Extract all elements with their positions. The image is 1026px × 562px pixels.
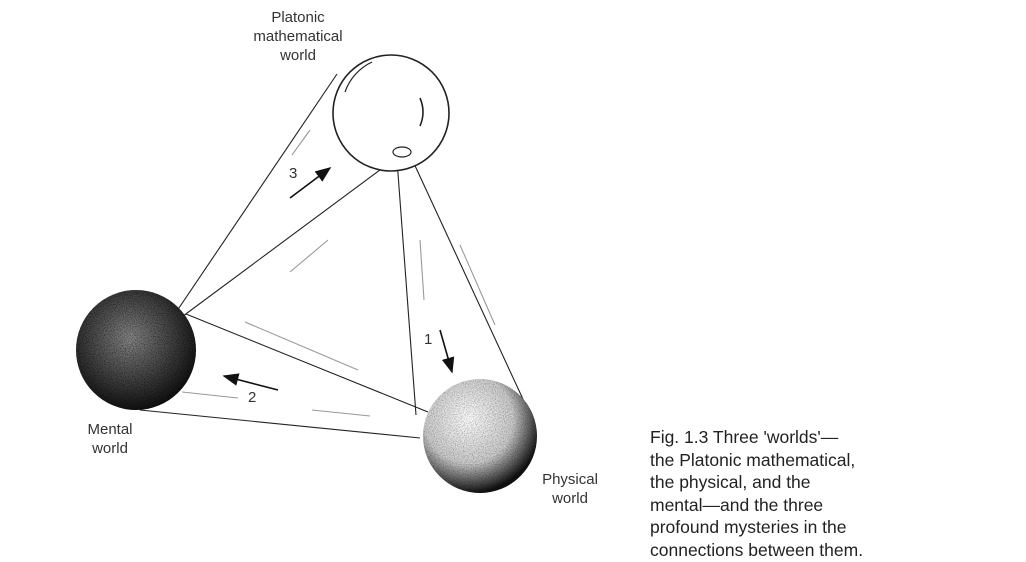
- platonic-world-label: Platonic mathematical world: [238, 8, 358, 65]
- label-line: mathematical: [253, 28, 343, 45]
- caption-line: the physical, and the: [650, 472, 811, 492]
- label-line: world: [552, 490, 588, 507]
- arrow-2-label: 2: [248, 389, 256, 406]
- label-line: world: [92, 440, 128, 457]
- arrow-2: [222, 373, 279, 391]
- caption-line: the Platonic mathematical,: [650, 449, 856, 470]
- mental-world-label: Mental world: [70, 420, 150, 458]
- physical-world-sphere: [423, 379, 537, 493]
- arrow-1-label: 1: [424, 331, 432, 348]
- caption-line: Fig. 1.3 Three 'worlds'—: [650, 427, 839, 447]
- caption-line: connections between them.: [650, 539, 864, 560]
- label-line: Physical: [542, 471, 598, 488]
- caption-line: profound mysteries in the: [650, 517, 847, 537]
- label-line: Mental: [87, 421, 133, 438]
- mental-world-sphere: [76, 290, 196, 410]
- physical-world-label: Physical world: [530, 470, 610, 508]
- arrow-3-label: 3: [289, 165, 297, 182]
- connection-lines: [139, 73, 535, 439]
- arrow-1: [439, 329, 455, 374]
- label-line: Platonic: [271, 9, 325, 26]
- caption-line: mental—and the three: [650, 494, 824, 515]
- arrow-3: [289, 167, 332, 199]
- figure-caption: Fig. 1.3 Three 'worlds'— the Platonic ma…: [650, 426, 863, 561]
- platonic-world-sphere: [332, 54, 450, 172]
- label-line: world: [280, 47, 316, 64]
